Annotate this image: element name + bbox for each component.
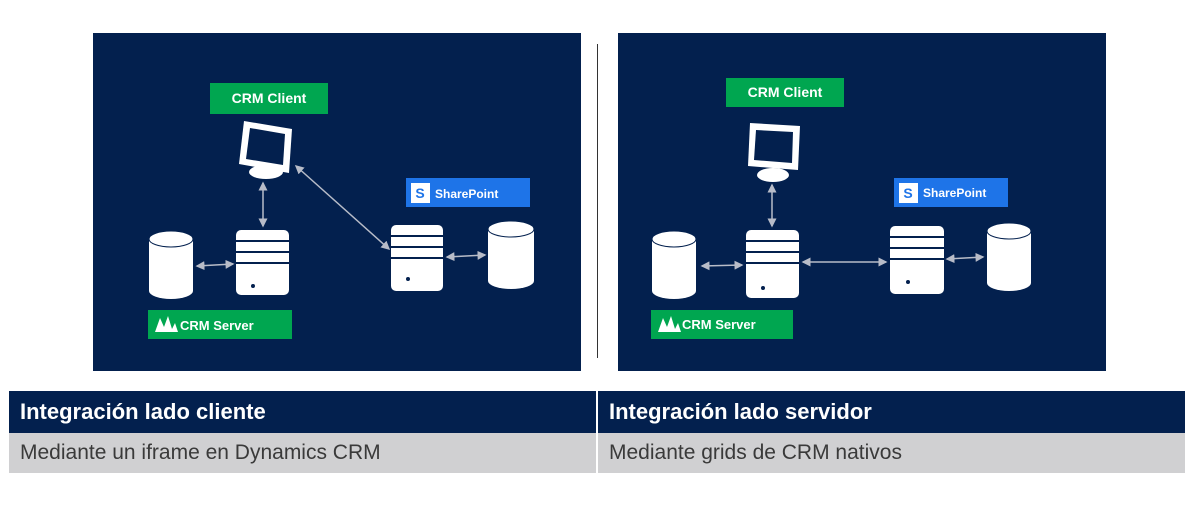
connection-arrows: [195, 165, 487, 271]
crm-client-label: CRM Client: [726, 78, 844, 107]
sharepoint-logo-letter: S: [903, 185, 912, 201]
header-client-side: Integración lado cliente: [9, 391, 596, 433]
crm-server-label-text: CRM Server: [682, 317, 756, 332]
crm-database-icon: [651, 230, 697, 299]
crm-client-label-text: CRM Client: [748, 84, 823, 100]
panel-divider: [597, 44, 598, 358]
table-header-row: Integración lado cliente Integración lad…: [9, 391, 1185, 433]
column-gap: [596, 391, 598, 433]
crm-server-label-text: CRM Server: [180, 318, 254, 333]
dynamics-logo-icon: [155, 316, 178, 332]
sharepoint-label-text: SharePoint: [435, 187, 498, 201]
diagram-client-side: CRM Client CRM Server: [93, 33, 581, 371]
crm-server-icon: [236, 230, 289, 295]
sharepoint-label: S SharePoint: [406, 178, 530, 207]
sharepoint-logo-icon: [899, 183, 918, 203]
comparison-table: Integración lado cliente Integración lad…: [9, 391, 1185, 473]
crm-server-label: CRM Server: [651, 310, 793, 339]
client-monitor-icon: [748, 123, 800, 182]
header-server-side: Integración lado servidor: [598, 391, 1185, 433]
sharepoint-logo-letter: S: [415, 185, 424, 201]
crm-client-label: CRM Client: [210, 83, 328, 114]
cell-server-side: Mediante grids de CRM nativos: [598, 433, 1185, 473]
crm-database-icon: [148, 230, 194, 299]
crm-server-label: CRM Server: [148, 310, 292, 339]
client-monitor-icon: [239, 121, 292, 179]
sharepoint-label: S SharePoint: [894, 178, 1008, 207]
diagram-server-side: CRM Client CRM Server: [618, 33, 1106, 371]
column-gap: [596, 433, 598, 473]
dynamics-logo-icon: [658, 316, 681, 332]
crm-server-icon: [746, 230, 799, 298]
cell-client-side: Mediante un iframe en Dynamics CRM: [9, 433, 596, 473]
sharepoint-database-icon: [986, 222, 1032, 291]
sharepoint-server-icon: [890, 226, 944, 294]
diagram-client-side-canvas: CRM Client CRM Server: [148, 83, 535, 339]
diagram-server-side-canvas: CRM Client CRM Server: [651, 78, 1032, 339]
connection-arrows: [700, 183, 985, 271]
sharepoint-database-icon: [487, 220, 535, 289]
sharepoint-server-icon: [391, 225, 443, 291]
sharepoint-logo-icon: [411, 183, 430, 203]
sharepoint-label-text: SharePoint: [923, 186, 986, 200]
table-row: Mediante un iframe en Dynamics CRM Media…: [9, 433, 1185, 473]
crm-client-label-text: CRM Client: [232, 90, 307, 106]
